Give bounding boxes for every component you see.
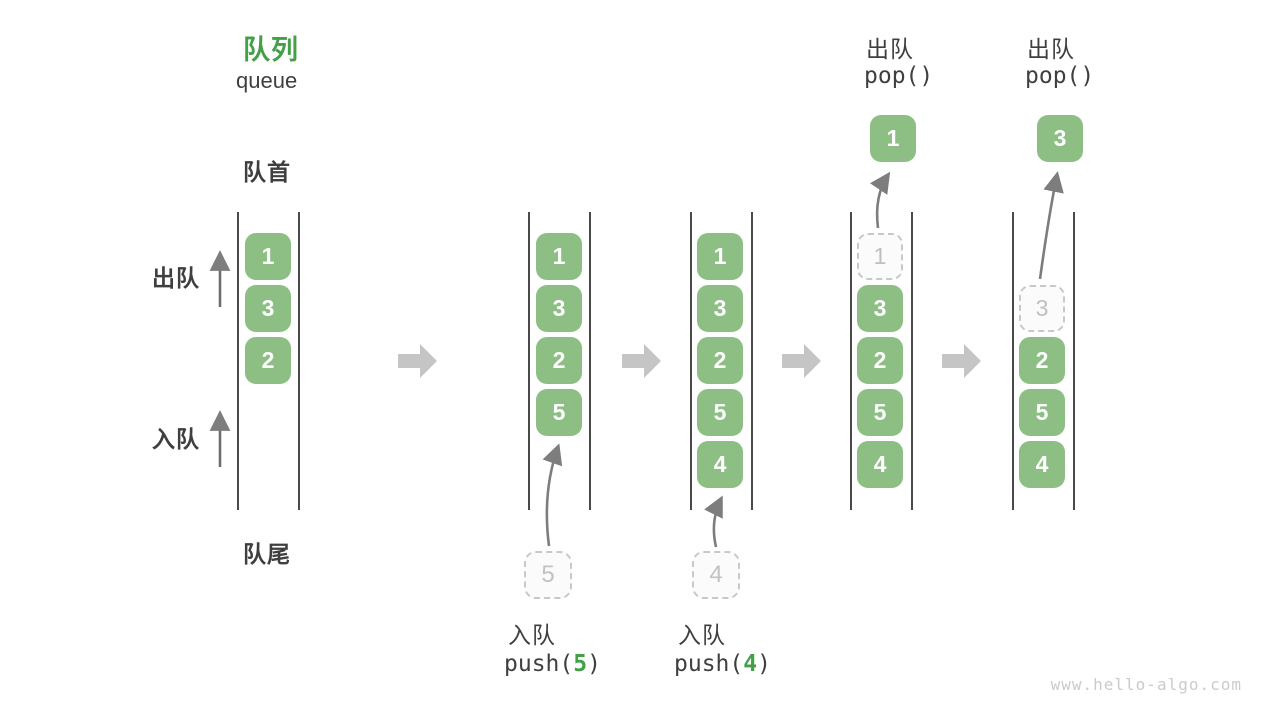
incoming-item-ghost: 5 (524, 551, 572, 599)
queue-item: 2 (697, 337, 743, 384)
queue-item: 3 (536, 285, 582, 332)
queue-wall-right (751, 212, 753, 510)
queue-item: 3 (245, 285, 291, 332)
label-dequeue-direction: 出队 (152, 265, 200, 291)
queue-item: 1 (536, 233, 582, 280)
code-arg: 5 (573, 651, 588, 677)
code-post: ) (757, 651, 771, 677)
curved-arrow-icon (704, 495, 723, 548)
right-block-arrow-icon (398, 344, 437, 378)
operation-code: push(4) (674, 651, 771, 677)
queue-wall-left (690, 212, 692, 510)
queue-item: 3 (857, 285, 903, 332)
queue-item: 5 (1019, 389, 1065, 436)
queue-item: 1 (245, 233, 291, 280)
queue-item: 2 (245, 337, 291, 384)
right-block-arrow-icon (782, 344, 821, 378)
queue-wall-right (911, 212, 913, 510)
queue-item: 5 (697, 389, 743, 436)
queue-wall-right (1073, 212, 1075, 510)
operation-code: pop() (1025, 63, 1095, 89)
diagram-title-zh: 队列 (243, 35, 299, 65)
watermark: www.hello-algo.com (1050, 675, 1242, 694)
queue-wall-left (1012, 212, 1014, 510)
queue-wall-right (589, 212, 591, 510)
queue-item: 3 (697, 285, 743, 332)
curved-arrow-icon (1038, 171, 1064, 280)
label-queue-front: 队首 (243, 159, 291, 185)
queue-item: 1 (697, 233, 743, 280)
code-post: ) (587, 651, 601, 677)
queue-wall-left (237, 212, 239, 510)
queue-item: 5 (536, 389, 582, 436)
queue-wall-left (850, 212, 852, 510)
queue-item: 5 (857, 389, 903, 436)
operation-name: 入队 (678, 622, 726, 648)
popped-item: 1 (870, 115, 916, 162)
queue-item: 2 (536, 337, 582, 384)
queue-wall-left (528, 212, 530, 510)
queue-item: 4 (857, 441, 903, 488)
label-enqueue-direction: 入队 (152, 426, 200, 452)
queue-item: 2 (1019, 337, 1065, 384)
popped-item: 3 (1037, 115, 1083, 162)
queue-item: 4 (697, 441, 743, 488)
curved-arrow-icon (869, 171, 891, 229)
code-pre: push( (504, 651, 574, 677)
queue-wall-right (298, 212, 300, 510)
code-arg: 4 (743, 651, 758, 677)
queue-item: 4 (1019, 441, 1065, 488)
operation-code: push(5) (504, 651, 601, 677)
operation-name: 入队 (508, 622, 556, 648)
operation-code: pop() (864, 63, 934, 89)
code-pre: push( (674, 651, 744, 677)
diagram-title-en: queue (236, 68, 298, 93)
incoming-item-ghost: 4 (692, 551, 740, 599)
removed-item-ghost: 1 (857, 233, 903, 280)
operation-name: 出队 (1027, 36, 1075, 62)
removed-item-ghost: 3 (1019, 285, 1065, 332)
queue-item: 2 (857, 337, 903, 384)
right-block-arrow-icon (942, 344, 981, 378)
right-block-arrow-icon (622, 344, 661, 378)
curved-arrow-icon (542, 443, 563, 547)
operation-name: 出队 (866, 36, 914, 62)
label-queue-rear: 队尾 (243, 541, 291, 567)
